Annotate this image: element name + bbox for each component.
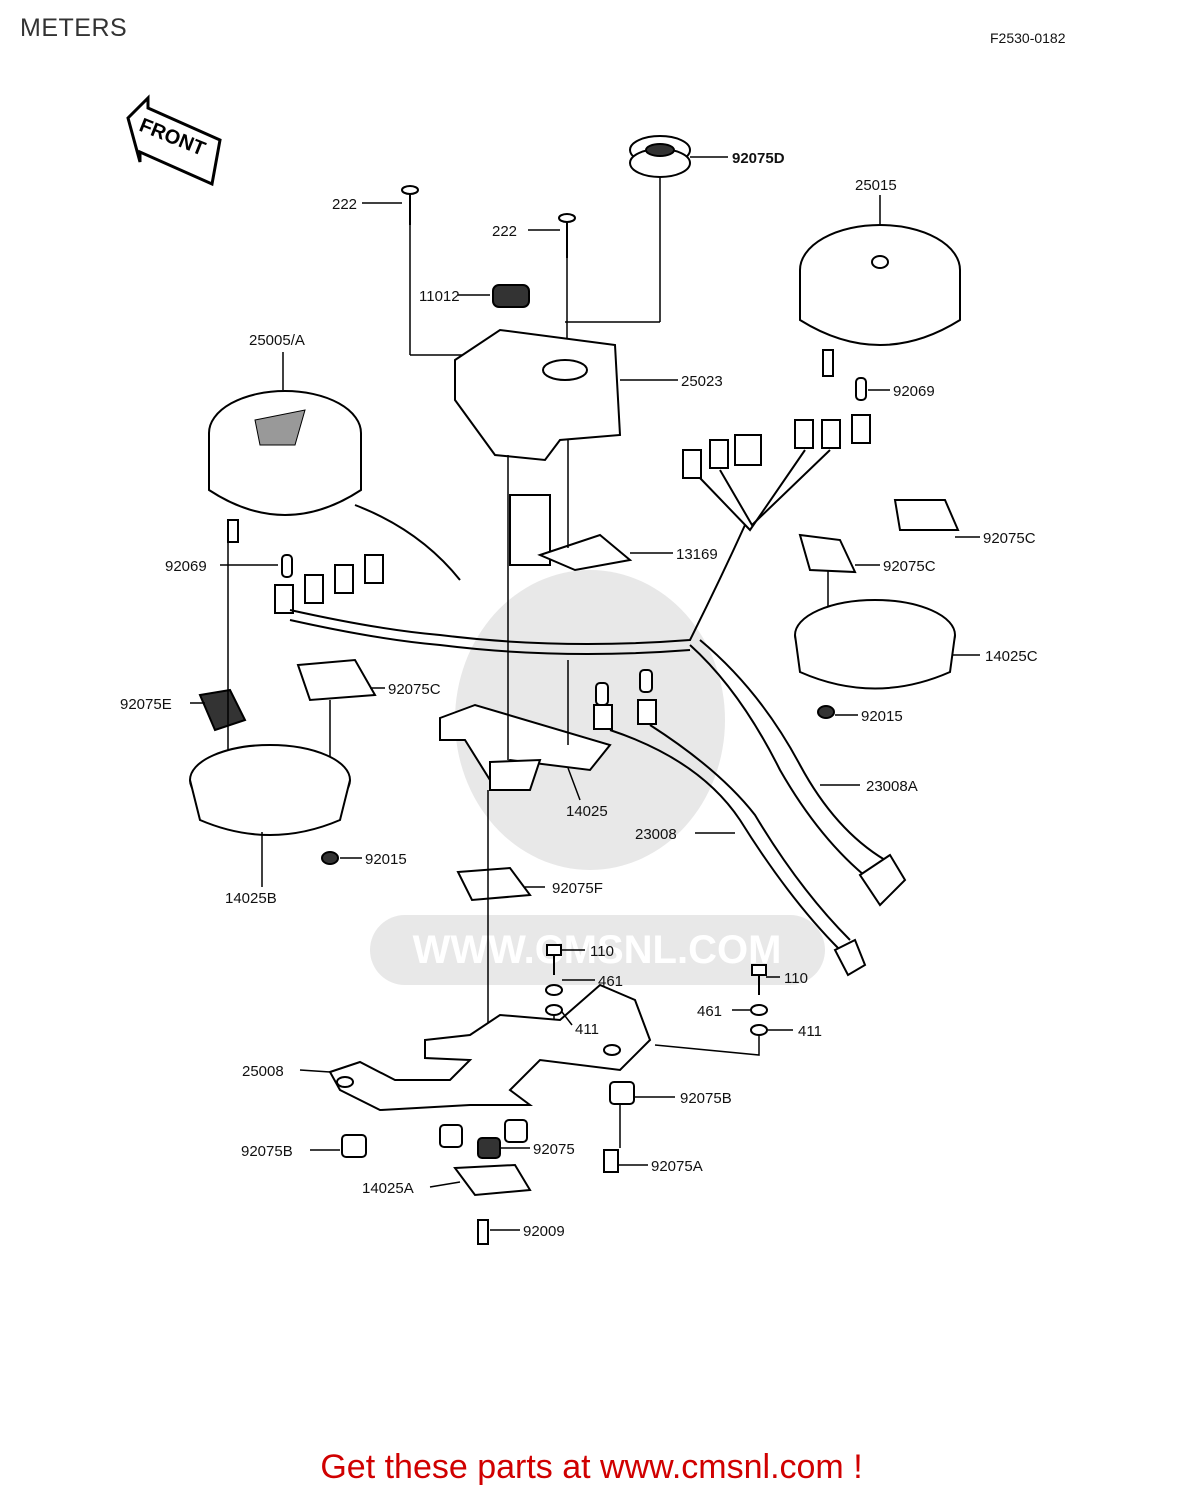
callout-label: 23008A bbox=[866, 778, 918, 795]
callout-label: 92069 bbox=[893, 383, 935, 400]
wire-harness-23008 bbox=[593, 669, 867, 977]
callout-label: 25008 bbox=[242, 1063, 284, 1080]
callout-label: 461 bbox=[598, 973, 623, 990]
callout-label: 92015 bbox=[365, 851, 407, 868]
knob-part bbox=[492, 284, 530, 308]
callout-leaders bbox=[190, 156, 980, 1231]
bracket-part bbox=[507, 440, 633, 600]
callout-label: 110 bbox=[590, 943, 614, 960]
callout-label: 25015 bbox=[855, 177, 897, 194]
left-meter-part bbox=[208, 390, 461, 581]
callout-label: 23008 bbox=[635, 826, 677, 843]
cover-part-14025c bbox=[794, 599, 956, 719]
callout-label: 25005/A bbox=[249, 332, 305, 349]
callout-label: 92075B bbox=[241, 1143, 293, 1160]
rubber-part-right-2 bbox=[798, 533, 857, 574]
callout-label: 92075C bbox=[883, 558, 936, 575]
base-plate-25008 bbox=[328, 983, 652, 1112]
callout-label: 92075E bbox=[120, 696, 172, 713]
wire-harness-23008a bbox=[289, 524, 907, 907]
nut-set bbox=[341, 1081, 635, 1173]
front-arrow: FRONT bbox=[126, 94, 222, 187]
screw-part-92009 bbox=[477, 1219, 489, 1245]
callout-label: 411 bbox=[575, 1021, 599, 1038]
callout-label: 13169 bbox=[676, 546, 718, 563]
callout-label: 14025 bbox=[566, 803, 608, 820]
watermark-text: WWW.CMSNL.COM bbox=[413, 928, 782, 972]
meter-housing bbox=[454, 321, 660, 462]
rubber-part-left bbox=[296, 658, 377, 702]
left-bulb-sockets bbox=[274, 554, 384, 614]
plate-part-92075f bbox=[456, 866, 532, 902]
seal-part bbox=[629, 135, 691, 322]
callout-label: 14025C bbox=[985, 648, 1038, 665]
footer-link-text[interactable]: Get these parts at www.cmsnl.com ! bbox=[320, 1448, 863, 1486]
callout-label: 92009 bbox=[523, 1223, 565, 1240]
cmsnl-watermark: WWW.CMSNL.COM bbox=[370, 570, 825, 985]
screw-part bbox=[401, 185, 576, 360]
cover-part-14025b bbox=[189, 744, 351, 865]
callout-label: 92075B bbox=[680, 1090, 732, 1107]
page-title: METERS bbox=[20, 14, 128, 42]
rubber-part-92075e bbox=[198, 688, 247, 732]
rubber-part-right-1 bbox=[893, 499, 960, 531]
callout-label: 25023 bbox=[681, 373, 723, 390]
diagram-code: F2530-0182 bbox=[990, 30, 1066, 46]
callout-label: 92075F bbox=[552, 880, 603, 897]
callout-label: 92015 bbox=[861, 708, 903, 725]
callout-label: 92075 bbox=[533, 1141, 575, 1158]
callout-label: 11012 bbox=[419, 288, 460, 305]
bolt-washer-set bbox=[545, 944, 768, 1056]
callout-labels: 92075D 222 222 25015 11012 25005/A 25023… bbox=[120, 150, 1038, 1240]
callout-label: 14025A bbox=[362, 1180, 414, 1197]
callout-label: 92075A bbox=[651, 1158, 703, 1175]
right-meter-part bbox=[799, 224, 961, 377]
callout-label: 411 bbox=[798, 1023, 822, 1040]
callout-label: 110 bbox=[784, 970, 808, 987]
callout-label: 14025B bbox=[225, 890, 277, 907]
callout-label: 461 bbox=[697, 1003, 722, 1020]
callout-label: 92075C bbox=[983, 530, 1036, 547]
callout-label: 92069 bbox=[165, 558, 207, 575]
right-bulb-sockets bbox=[682, 377, 871, 532]
callout-label: 92075D bbox=[732, 150, 785, 167]
bracket-part-14025 bbox=[439, 660, 612, 791]
callout-label: 92075C bbox=[388, 681, 441, 698]
plate-part-14025a bbox=[453, 1163, 532, 1197]
callout-label: 222 bbox=[492, 223, 517, 240]
callout-label: 222 bbox=[332, 196, 357, 213]
